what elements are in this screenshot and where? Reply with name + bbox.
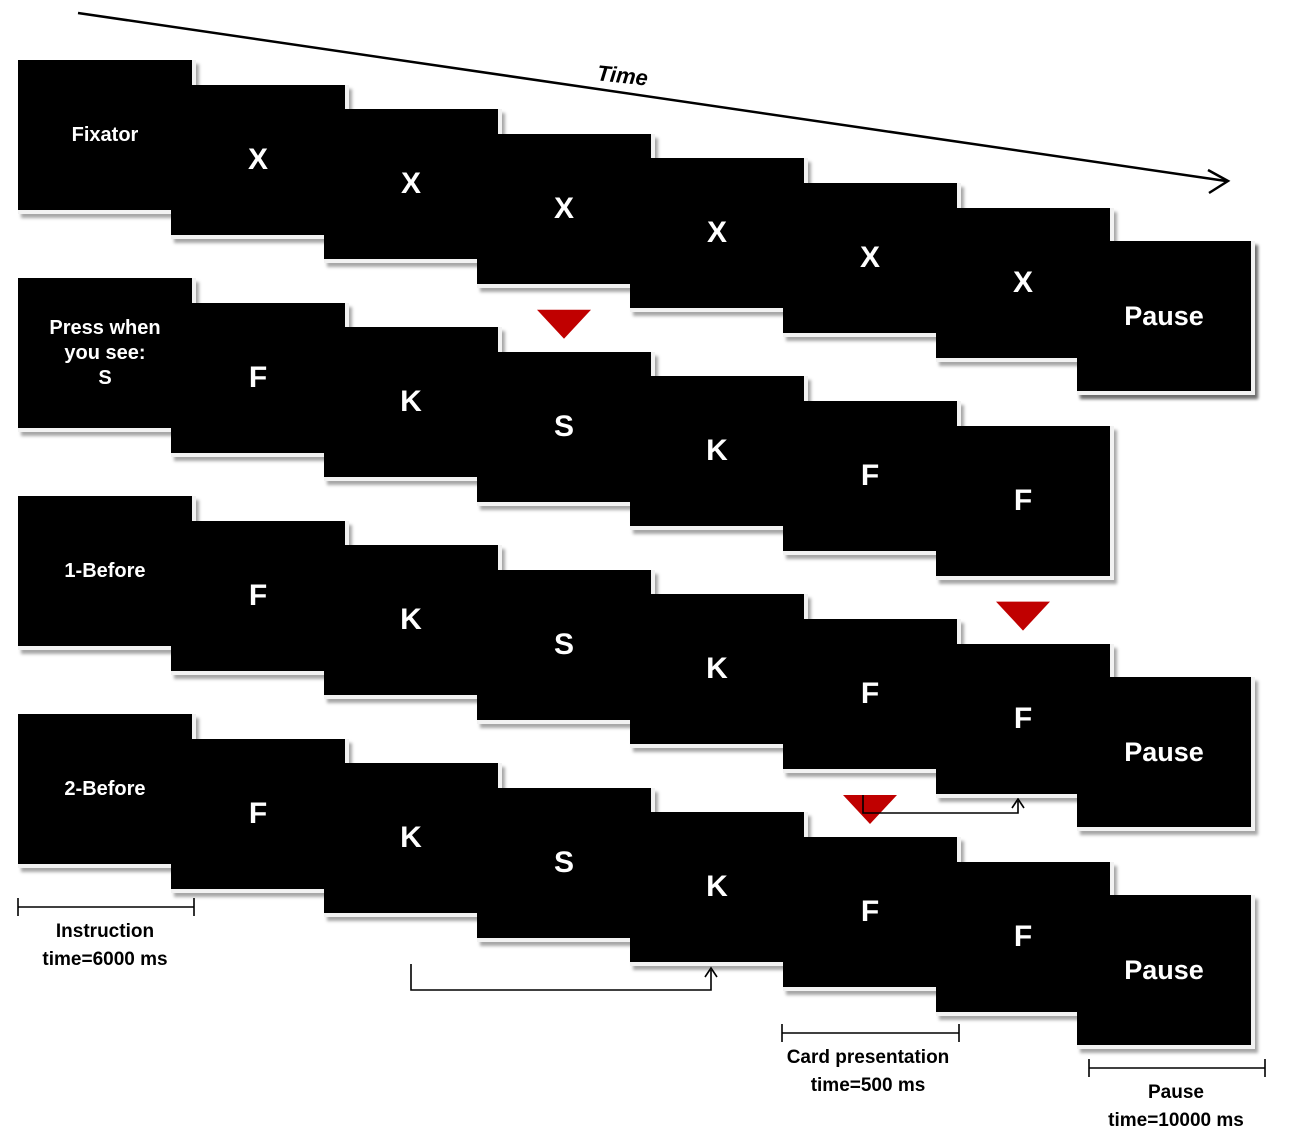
stimulus-card-row-1-4: X (630, 158, 808, 313)
time-arrow-line (77, 11, 1227, 183)
stimulus-card-row-4-2: K (324, 763, 502, 918)
pause-card-row-3-text: Pause (1124, 736, 1204, 767)
instruction-card-row-1: Fixator (18, 60, 196, 214)
stimulus-card-row-3-5-text: F (860, 677, 880, 710)
stimulus-card-row-3-2-text: K (400, 603, 422, 637)
pause-card-row-4-text: Pause (1124, 954, 1204, 985)
target-marker-1 (537, 309, 591, 339)
stimulus-card-row-1-6-text: X (1012, 265, 1033, 299)
card-time-label: Card presentation time=500 ms (786, 1047, 950, 1096)
time-label: Time (595, 60, 650, 91)
stimulus-card-row-1-1-text: X (247, 142, 268, 176)
stimulus-card-row-4-4: K (630, 812, 808, 967)
instruction-card-row-4-text: 2-Before (64, 777, 146, 800)
instruction-card-row-2: Press when you see: S (18, 278, 196, 432)
instruction-card-row-3: 1-Before (18, 496, 196, 650)
stimulus-card-row-3-6-text: F (1013, 701, 1033, 735)
stimulus-card-row-2-2-text: K (400, 385, 422, 419)
pause-card-row-2-text: Pause (1124, 300, 1204, 331)
stimulus-card-row-4-6-text: F (1013, 919, 1033, 953)
stimulus-card-row-2-2: K (324, 327, 502, 482)
two-before-connector-head (704, 966, 718, 978)
stimulus-card-row-2-3: S (477, 351, 655, 506)
stimulus-card-row-3-3: S (477, 569, 655, 724)
stimulus-card-row-3-1-text: F (248, 578, 268, 612)
instruction-card-row-4: 2-Before (18, 714, 196, 868)
stimulus-card-row-4-5: F (783, 837, 961, 991)
stimulus-card-row-1-5-text: X (859, 241, 880, 274)
stimulus-card-row-1-3: X (477, 133, 655, 288)
pause-card-row-4: Pause (1077, 895, 1255, 1049)
instruction-card-row-2-text: Press when you see: S (49, 316, 161, 389)
stimulus-card-row-4-1: F (171, 738, 349, 893)
instruction-card-row-3-text: 1-Before (64, 559, 146, 582)
stimulus-card-row-4-3-text: S (553, 845, 574, 879)
target-marker-2 (996, 601, 1050, 631)
instruction-time-label: Instruction time=6000 ms (42, 921, 168, 970)
stimulus-card-row-2-6-text: F (1013, 483, 1033, 517)
stimulus-card-row-4-2-text: K (400, 821, 422, 855)
stimulus-card-row-3-4: K (630, 594, 808, 749)
pause-card-row-2: Pause (1077, 241, 1255, 395)
pause-time-label: Pause time=10000 ms (1108, 1082, 1244, 1131)
stimulus-card-row-4-5-text: F (860, 895, 880, 928)
stimulus-card-row-4-1-text: F (248, 796, 268, 830)
stimulus-card-row-3-1: F (171, 520, 349, 675)
stimulus-card-row-1-2: X (324, 109, 502, 264)
stimulus-card-row-3-5: F (783, 619, 961, 773)
one-before-connector (862, 795, 1019, 814)
stimulus-card-row-2-5: F (783, 401, 961, 555)
stimulus-card-row-2-3-text: S (553, 409, 574, 443)
stimulus-card-row-4-3: S (477, 787, 655, 942)
two-before-connector (410, 964, 712, 991)
one-before-connector-head (1011, 797, 1025, 809)
target-marker-3 (843, 795, 897, 824)
stimulus-card-row-3-3-text: S (553, 627, 574, 661)
stimulus-card-row-2-4: K (630, 376, 808, 531)
stimulus-card-row-3-4-text: K (706, 652, 728, 686)
instruction-card-row-1-text: Fixator (71, 123, 139, 146)
stimulus-card-row-2-1: F (171, 302, 349, 457)
pause-card-row-3: Pause (1077, 677, 1255, 831)
stimulus-card-row-3-2: K (324, 545, 502, 700)
stimulus-card-row-2-6: F (936, 425, 1114, 580)
stimulus-card-row-1-2-text: X (400, 167, 421, 201)
stimulus-card-row-4-4-text: K (706, 870, 728, 904)
stimulus-card-row-1-4-text: X (706, 216, 727, 250)
stimulus-card-row-2-1-text: F (248, 360, 268, 394)
time-arrowhead (1207, 168, 1231, 195)
stimulus-card-row-2-5-text: F (860, 459, 880, 492)
stimulus-card-row-1-1: X (171, 84, 349, 239)
stimulus-card-row-1-3-text: X (553, 191, 574, 225)
stimulus-card-row-1-5: X (783, 183, 961, 337)
stimulus-card-row-2-4-text: K (706, 434, 728, 468)
